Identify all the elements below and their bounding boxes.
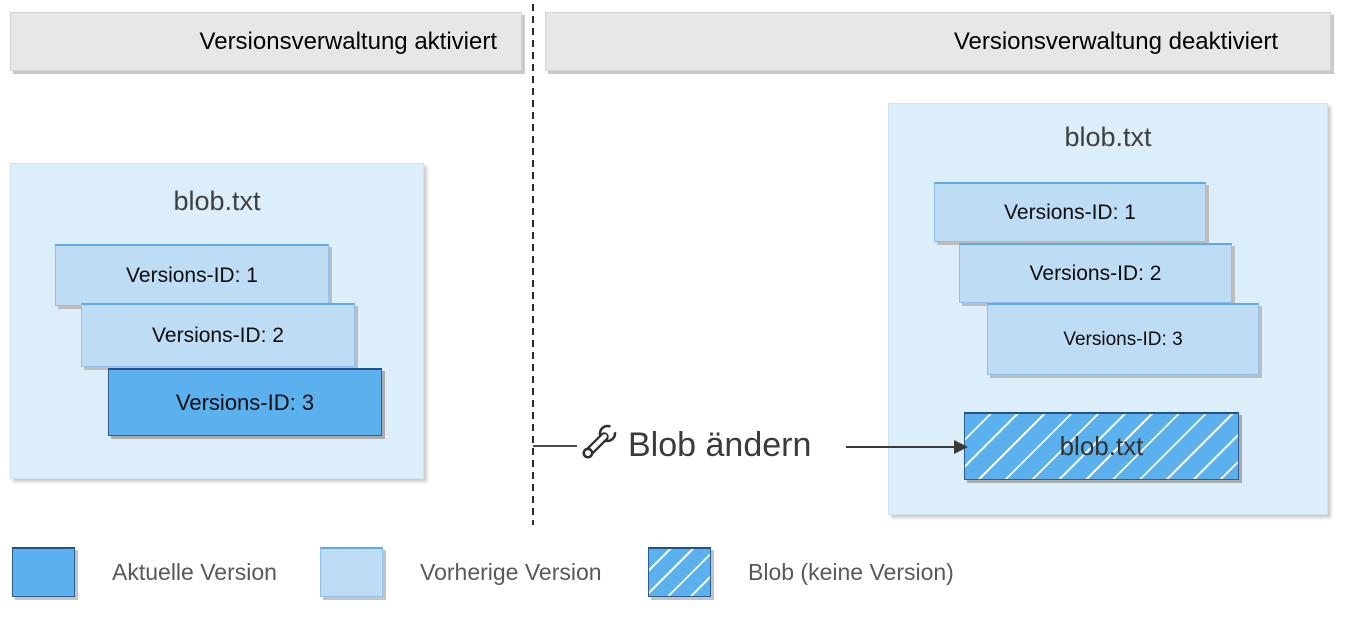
version-card-right-3-label: Versions-ID: 3	[1063, 328, 1183, 350]
legend-item-blob-no-version: Blob (keine Version)	[648, 547, 954, 597]
blob-no-version-label: blob.txt	[1059, 431, 1144, 461]
version-card-left-3-current: Versions-ID: 3	[108, 368, 382, 436]
version-card-right-3: Versions-ID: 3	[987, 303, 1259, 375]
header-versioning-disabled-label: Versionsverwaltung deaktiviert	[953, 27, 1278, 55]
legend-label-current-version: Aktuelle Version	[112, 558, 277, 585]
legend-item-previous-version: Vorherige Version	[320, 547, 602, 597]
legend-swatch-current-version	[12, 547, 75, 597]
blob-no-version-box: blob.txt	[964, 412, 1239, 480]
legend-label-previous-version: Vorherige Version	[420, 558, 602, 585]
modify-blob-label: Blob ändern	[628, 426, 812, 464]
divider-dashed-line	[532, 4, 534, 525]
legend-swatch-blob-no-version	[648, 547, 711, 597]
version-card-right-2: Versions-ID: 2	[959, 243, 1232, 303]
version-card-left-3-label: Versions-ID: 3	[175, 389, 315, 415]
version-card-left-1-label: Versions-ID: 1	[126, 263, 258, 287]
version-card-right-1: Versions-ID: 1	[934, 182, 1206, 242]
header-versioning-enabled-label: Versionsverwaltung aktiviert	[199, 27, 497, 55]
legend-label-blob-no-version: Blob (keine Version)	[748, 558, 954, 585]
wrench-icon	[580, 417, 627, 461]
legend-swatch-previous-version	[320, 547, 383, 597]
modify-blob-connector	[533, 445, 577, 447]
version-card-right-1-label: Versions-ID: 1	[1004, 200, 1136, 224]
version-card-right-2-label: Versions-ID: 2	[1029, 261, 1162, 285]
version-card-left-2-label: Versions-ID: 2	[152, 323, 284, 347]
blob-title-right: blob.txt	[1064, 122, 1152, 152]
panel-versioning-enabled: blob.txt Versions-ID: 1 Versions-ID: 2 V…	[10, 163, 424, 479]
header-versioning-enabled: Versionsverwaltung aktiviert	[10, 12, 522, 71]
version-card-left-1: Versions-ID: 1	[55, 244, 329, 306]
arrow-icon	[846, 439, 968, 460]
version-card-left-2: Versions-ID: 2	[81, 303, 355, 367]
header-versioning-disabled: Versionsverwaltung deaktiviert	[545, 12, 1331, 71]
blob-title-left: blob.txt	[173, 186, 261, 216]
legend-item-current-version: Aktuelle Version	[12, 547, 277, 597]
